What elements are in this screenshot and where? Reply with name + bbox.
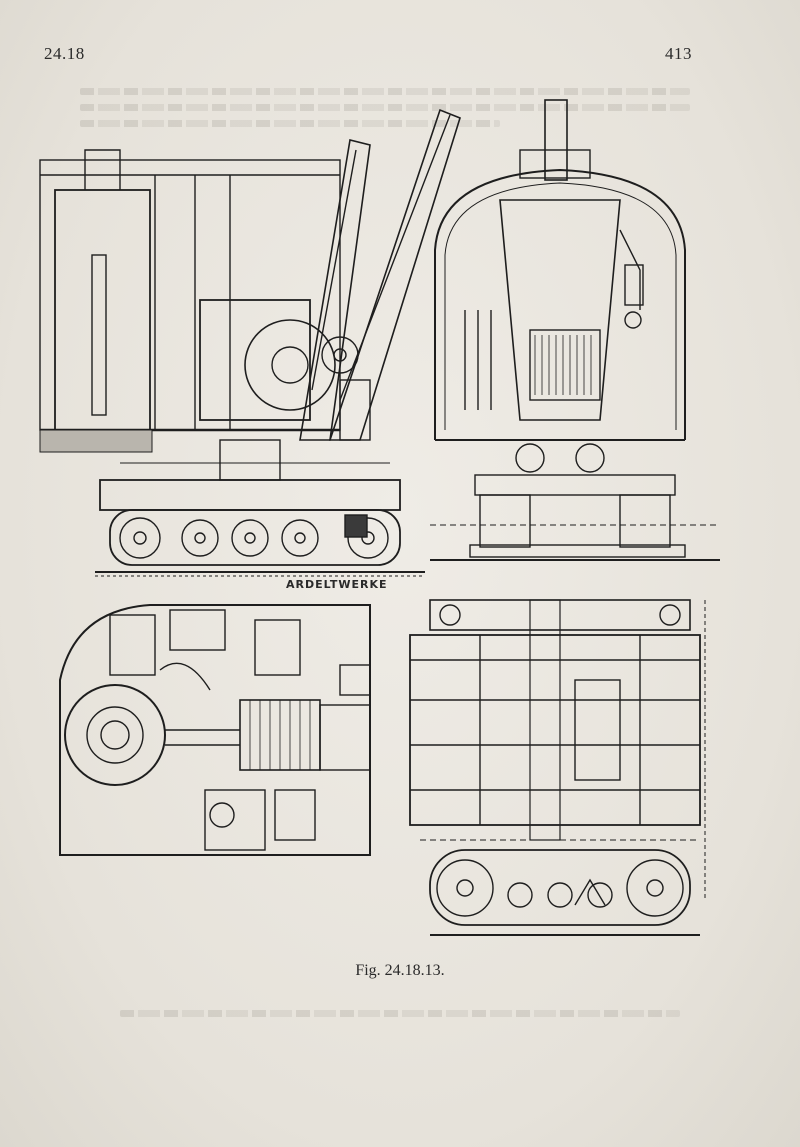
section-number: 24.18: [44, 44, 85, 63]
bleed-through-line: [80, 88, 690, 95]
plan-view-drawing: [59, 604, 371, 856]
page-number: 413: [665, 44, 692, 63]
figure-caption: Fig. 24.18.13.: [355, 962, 445, 979]
side-elevation-drawing: [39, 108, 461, 577]
bleed-through-line: [120, 1010, 680, 1017]
maker-label: ARDELTWERKE: [286, 578, 388, 591]
bleed-through-line: [80, 104, 690, 111]
undercarriage-drawing: [409, 599, 706, 936]
front-elevation-drawing: [430, 99, 720, 561]
bleed-through-line: [80, 120, 500, 127]
